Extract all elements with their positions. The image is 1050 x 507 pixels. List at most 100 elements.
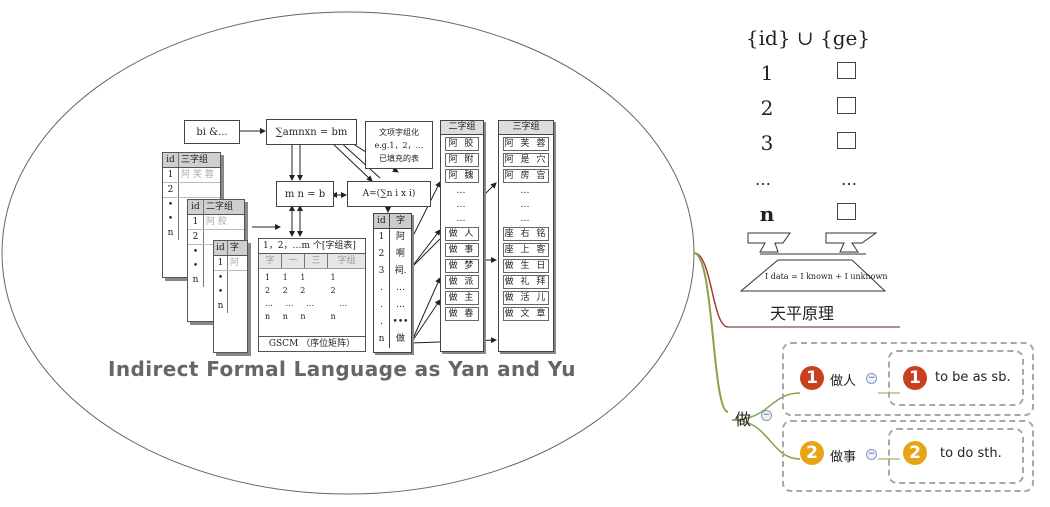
box-equation-sum: ∑amnxn = bm (266, 119, 357, 145)
two-char-cell: 阿 附 (445, 153, 479, 167)
cell: • (214, 285, 228, 299)
two-char-column: 二字组 阿 胶 阿 附 阿 魏 … … … 做 人 做 事 做 梦 做 派 做 … (440, 120, 484, 352)
note-line: 文项字组化 (379, 127, 419, 137)
three-char-cell: … (520, 200, 532, 210)
cell: n (188, 273, 204, 287)
connector-red (693, 252, 900, 328)
set-row-label: n (759, 202, 775, 226)
two-char-header: 二字组 (441, 121, 483, 135)
cell: 阿 芙 蓉 (181, 170, 214, 180)
number-badge-1b-icon: 1 (903, 366, 927, 390)
cell: 1 (188, 215, 204, 229)
three-char-column: 三字组 阿 芙 蓉 阿 是 穴 阿 房 宫 … … … 座 右 铭 座 上 客 … (498, 120, 554, 352)
checkbox-n[interactable] (837, 203, 856, 220)
set-row-label: 2 (760, 96, 774, 120)
meaning-box-2 (888, 428, 1024, 484)
three-char-header: 三字组 (499, 121, 553, 135)
number-badge-2-icon: 2 (800, 441, 824, 465)
mindmap-root[interactable]: 做 (735, 410, 752, 429)
col-id: id (214, 241, 228, 255)
cell: • (188, 259, 204, 273)
char-cell: 阿 (395, 232, 405, 242)
set-header: {id} ∪ {ge} (745, 26, 871, 50)
gscm-col: 一 (282, 254, 305, 268)
col-char: 字 (395, 216, 405, 226)
meaning-text-2[interactable]: to do sth. (940, 446, 1002, 461)
cell: • (163, 212, 179, 226)
cell: 阿 胶 (206, 217, 227, 227)
col-name: 二字组 (206, 202, 234, 212)
three-char-cell: 座 上 客 (503, 243, 549, 257)
two-char-cell: … (456, 200, 468, 210)
char-cell: 啊 (395, 249, 405, 259)
char-cell: ••• (392, 317, 409, 327)
char-cell: … (396, 283, 405, 293)
two-char-cell: 做 梦 (445, 259, 479, 273)
col-id: id (163, 153, 179, 167)
branch-group-2 (782, 420, 1034, 492)
branch-label-1[interactable]: 做人 (830, 374, 857, 389)
two-char-cell: 阿 胶 (445, 137, 479, 151)
cell: • (163, 198, 179, 212)
id-cell: 2 (378, 249, 385, 259)
meaning-box-1 (888, 350, 1024, 406)
note-line: 已填充的表 (379, 153, 419, 163)
branch-label-2[interactable]: 做事 (830, 450, 857, 465)
set-row-label: 1 (760, 61, 774, 85)
branch-group-1 (782, 342, 1034, 416)
char-cell: 祠. (394, 266, 407, 276)
cell: 阿 (230, 258, 240, 268)
two-char-cell: 做 春 (445, 307, 479, 321)
checkbox-2[interactable] (837, 97, 856, 114)
gscm-col: 字组 (337, 256, 356, 266)
two-char-cell: … (456, 186, 468, 196)
three-char-cell: 阿 房 宫 (503, 169, 549, 183)
three-char-cell: 阿 芙 蓉 (503, 137, 549, 151)
balance-scale (739, 232, 887, 292)
cell: n (163, 226, 179, 240)
three-char-cell: 做 活 儿 (503, 291, 549, 305)
gscm-col: 三 (305, 254, 328, 268)
col-id: id (374, 214, 390, 228)
number-badge-2b-icon: 2 (903, 441, 927, 465)
col-name: 三字组 (181, 155, 209, 165)
set-row-label: … (755, 170, 771, 189)
two-char-cell: … (456, 214, 468, 224)
number-badge-1-icon: 1 (800, 366, 824, 390)
two-char-cell: 做 派 (445, 275, 479, 289)
checkbox-3[interactable] (837, 132, 856, 149)
cell: • (214, 271, 228, 285)
cell: 2 (188, 230, 204, 244)
cell: 2 (163, 183, 179, 197)
cell: 1 (163, 168, 179, 182)
note-line: e.g.1，2，… (374, 140, 424, 150)
two-char-cell: 做 人 (445, 227, 479, 241)
three-char-cell: … (520, 214, 532, 224)
two-char-cell: 做 主 (445, 291, 479, 305)
collapse-root-icon[interactable]: − (761, 410, 772, 421)
gscm-header: 1，2，…m 个[字组表] (259, 239, 365, 254)
collapse-branch-1-icon[interactable]: − (866, 373, 877, 384)
checkbox-1[interactable] (837, 62, 856, 79)
set-ellipsis-right: … (841, 170, 857, 189)
gscm-footer: GSCM （序位矩阵） (259, 336, 365, 351)
id-cell: . (380, 283, 383, 293)
three-char-cell: 座 右 铭 (503, 227, 549, 241)
two-char-cell: 做 事 (445, 243, 479, 257)
set-row-label: 3 (760, 131, 774, 155)
collapse-branch-2-icon[interactable]: − (866, 449, 877, 460)
balance-equation: I data = I known + I unknown (765, 272, 888, 281)
id-cell: 1 (378, 232, 385, 242)
col-id: id (188, 200, 204, 214)
meaning-text-1[interactable]: to be as sb. (935, 370, 1011, 385)
balance-label: 天平原理 (770, 304, 835, 323)
three-char-cell: 做 生 日 (503, 259, 549, 273)
id-cell: n (378, 334, 385, 344)
box-note: 文项字组化 e.g.1，2，… 已填充的表 (365, 121, 433, 169)
col-name: 字 (230, 243, 240, 253)
cell: n (214, 299, 228, 313)
char-column: id 字 1 2 3 . . . n 阿 啊 祠. … … ••• 做 (373, 213, 412, 353)
three-char-cell: 做 礼 拜 (503, 275, 549, 289)
